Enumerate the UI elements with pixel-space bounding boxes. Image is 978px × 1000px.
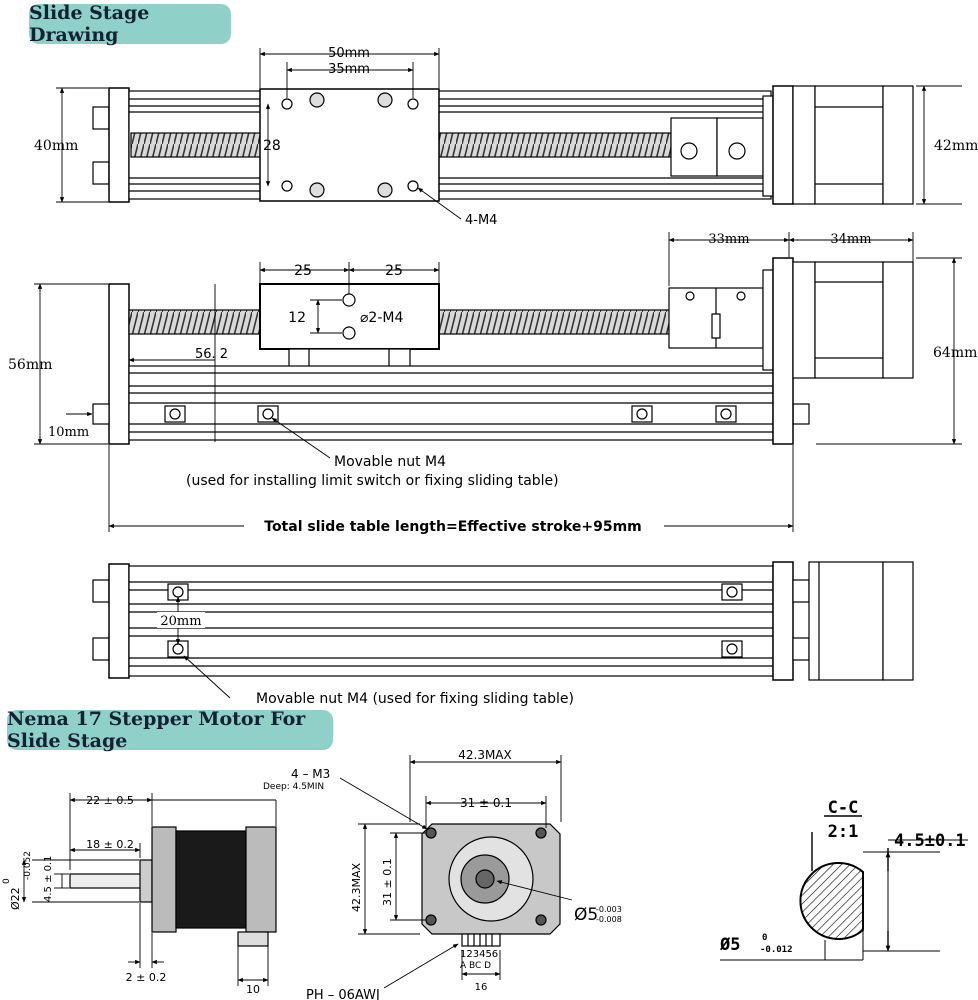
side-view-dimensions <box>34 232 962 532</box>
dim-56-2: 56. 2 <box>195 347 228 362</box>
callout-deep: Deep: 4.5MIN <box>263 782 324 792</box>
dim-2-mm: 2 ± 0.2 <box>126 971 167 984</box>
side-view <box>92 257 914 445</box>
dim-42-3-max-height: 42.3MAX <box>350 862 363 912</box>
dim-16: 16 <box>475 982 488 993</box>
dim-42-3-max-width: 42.3MAX <box>458 748 512 762</box>
dim-64mm: 64mm <box>933 345 977 361</box>
dim-10: 10 <box>246 983 260 996</box>
motor-side-view <box>69 826 277 947</box>
dim-4-5: 4.5 ± 0.1 <box>43 855 54 902</box>
top-view <box>92 85 914 205</box>
dim-20-bg <box>157 612 205 628</box>
nut-callout-bottom: Movable nut M4 (used for fixing sliding … <box>256 691 574 707</box>
section-dia: Ø5 <box>719 935 740 955</box>
callout-4-m4: 4-M4 <box>465 213 497 228</box>
nut-callout-line1: Movable nut M4 <box>334 454 446 470</box>
motor-front-dimensions <box>339 755 573 989</box>
dim-40mm: 40mm <box>34 138 78 154</box>
dim-dia-22: Ø22 <box>9 887 22 910</box>
bottom-view <box>92 561 914 681</box>
motor-side-dimensions <box>21 793 277 986</box>
total-length-label-bg <box>244 517 664 535</box>
dim-50mm: 50mm <box>328 46 370 61</box>
dim-33mm: 33mm <box>708 232 749 247</box>
total-length-label: Total slide table length=Effective strok… <box>264 519 642 535</box>
connector-pins: 123456 <box>460 949 498 960</box>
shaft-tol-bot: -0.008 <box>596 915 622 924</box>
section-scale: 2:1 <box>828 822 859 842</box>
slide-stage-title: Slide Stage Drawing <box>29 2 231 46</box>
dim-dia-22-tol-top: 0 <box>2 878 12 884</box>
motor-section-title: Nema 17 Stepper Motor For Slide Stage <box>7 708 333 752</box>
shaft-section <box>720 815 968 961</box>
dim-31-height: 31 ± 0.1 <box>381 858 394 906</box>
shaft-dia-5: Ø5 <box>574 905 598 925</box>
connector-pin-groups: A BC D <box>460 961 491 971</box>
dim-10mm: 10mm <box>48 425 89 440</box>
nut-callout-line2: (used for installing limit switch or fix… <box>186 473 559 489</box>
section-dia-tol-bot: -0.012 <box>760 945 793 955</box>
callout-2-m4: ⌀2-M4 <box>360 310 403 326</box>
dim-25-left: 25 <box>294 263 312 279</box>
dim-18-mm: 18 ± 0.2 <box>86 838 134 851</box>
dim-20mm: 20mm <box>160 614 201 629</box>
dim-31-width: 31 ± 0.1 <box>460 796 512 810</box>
shaft-tol-top: -0.003 <box>596 905 622 914</box>
dim-42mm: 42mm <box>934 138 978 154</box>
dim-25-right: 25 <box>385 263 403 279</box>
callout-4-m3: 4 – M3 <box>291 767 330 781</box>
connector-name: PH – 06AWJ <box>306 988 380 1000</box>
top-view-dimensions <box>56 48 962 220</box>
dim-28: 28 <box>263 138 281 154</box>
dim-35mm: 35mm <box>328 62 370 77</box>
section-dia-tol-top: 0 <box>762 933 767 943</box>
dim-22-mm: 22 ± 0.5 <box>86 794 134 807</box>
section-title-cc: C-C <box>828 798 859 818</box>
motor-front-view <box>421 823 561 947</box>
dim-34mm: 34mm <box>830 232 871 247</box>
dim-12: 12 <box>288 310 306 326</box>
dim-dia-22-tol-bot: -0.052 <box>23 851 33 880</box>
flat-dim: 4.5±0.1 <box>894 831 966 851</box>
dim-56mm: 56mm <box>8 357 52 373</box>
